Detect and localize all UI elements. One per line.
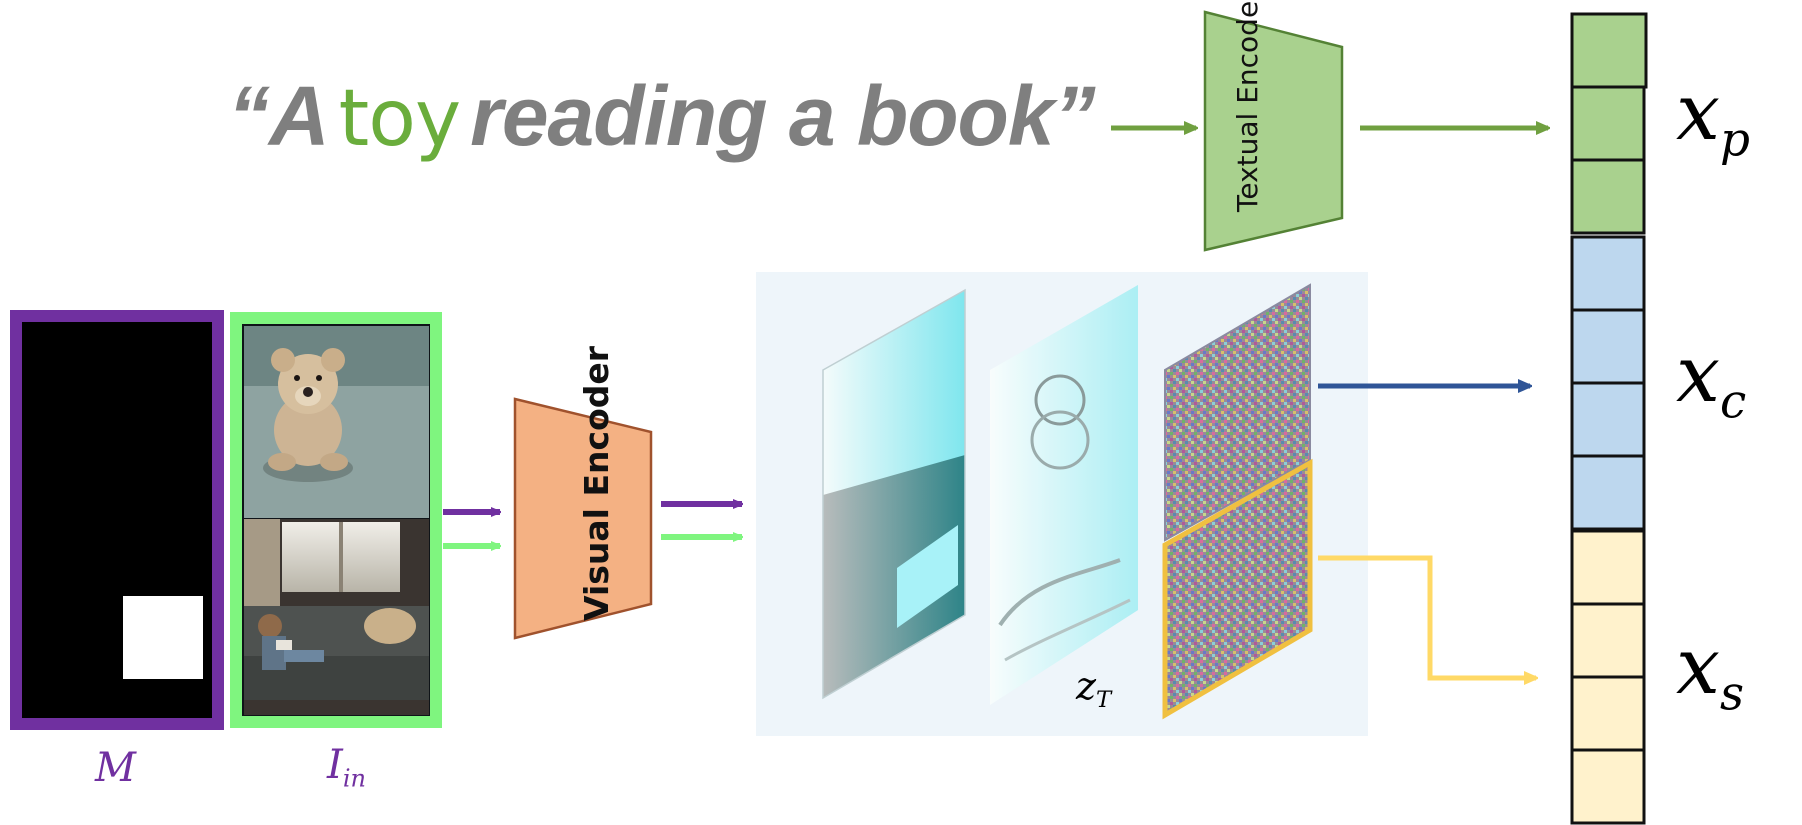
xs-base: x (1676, 622, 1720, 712)
mask-hole (123, 596, 203, 679)
noise-latent-top (1164, 283, 1311, 542)
token-xc-2 (1570, 308, 1646, 385)
token-xc-3 (1570, 381, 1646, 458)
input-image-panel (230, 312, 442, 728)
textual-encoder-label: Textual Encoder (1231, 0, 1264, 212)
iin-sub: in (342, 764, 366, 793)
teddy-bear-photo (244, 326, 429, 518)
xc-sub: c (1720, 375, 1747, 430)
zt-base: z (1076, 664, 1097, 708)
xp-base: x (1676, 68, 1720, 158)
token-xc-4 (1570, 454, 1646, 531)
token-xs-1 (1570, 529, 1646, 606)
mask-latent (822, 288, 966, 700)
visual-encoder-shape (513, 397, 653, 640)
child-reading-photo (244, 519, 429, 715)
input-image-label: Iin (327, 742, 366, 792)
token-label-xc: xc (1676, 330, 1746, 429)
mask-label: M (95, 745, 136, 791)
mask-panel (10, 310, 224, 730)
prompt-rest: reading a book” (470, 69, 1095, 163)
xs-sub: s (1720, 667, 1745, 722)
token-xc-1 (1570, 235, 1646, 312)
prompt-open: “A (228, 69, 330, 163)
token-label-xp: xp (1676, 68, 1750, 167)
token-xs-4 (1570, 748, 1646, 825)
textual-encoder-shape (1203, 10, 1344, 252)
prompt-highlight-word: toy (338, 74, 461, 164)
token-xs-2 (1570, 602, 1646, 679)
latent-to-xs-arrow (1318, 555, 1536, 678)
token-xp-2 (1570, 85, 1646, 162)
visual-encoder-label: Visual Encoder (577, 345, 616, 621)
noise-latent-bottom (1162, 458, 1313, 720)
token-xp-3 (1570, 158, 1646, 235)
xp-sub: p (1720, 113, 1750, 168)
token-xs-3 (1570, 675, 1646, 752)
latent-label: zT (1076, 664, 1111, 713)
token-column (1570, 12, 1648, 825)
image-latent (990, 285, 1138, 705)
iin-base: I (327, 742, 343, 788)
zt-sub: T (1096, 686, 1112, 713)
xc-base: x (1676, 330, 1720, 420)
token-xp-1 (1570, 12, 1648, 89)
token-label-xs: xs (1676, 622, 1744, 721)
